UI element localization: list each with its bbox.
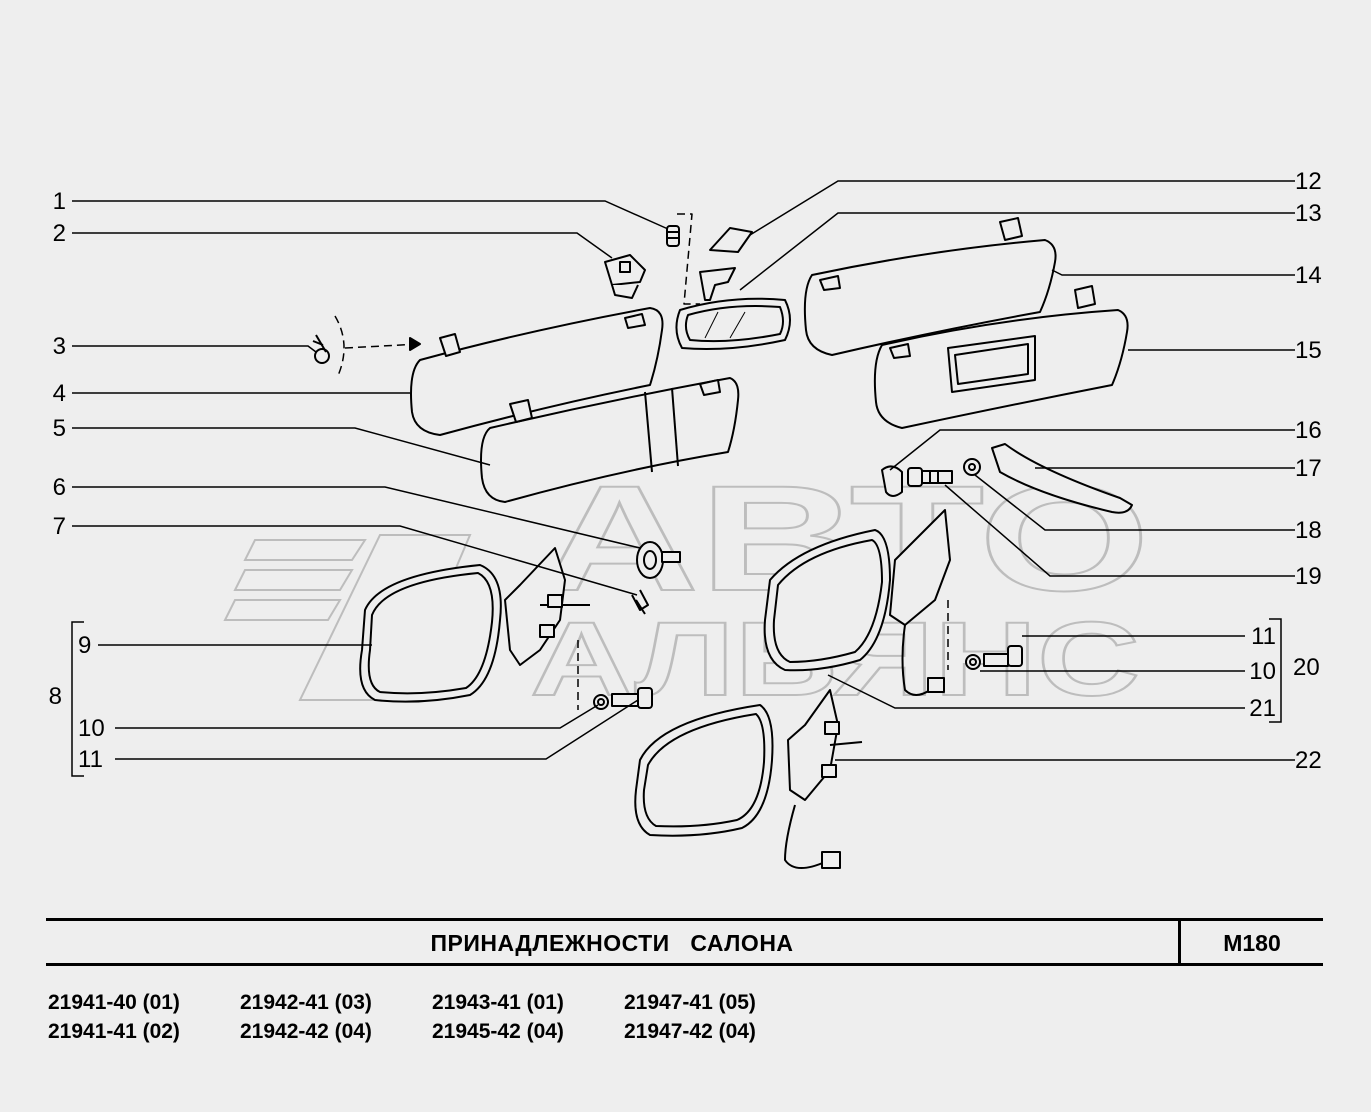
callout-18: 18 [1295,517,1322,544]
callout-10-left: 10 [78,715,105,742]
part-bolt-19 [907,467,953,487]
page-title: ПРИНАДЛЕЖНОСТИ САЛОНА [430,930,794,956]
part-grab-handle-17 [991,443,1133,514]
part-washer-18 [963,458,981,476]
parts-diagram: АВТО АЛЬЯНС [71,180,1295,869]
callout-9: 9 [78,632,92,659]
model-code: 21941-40 (01) [48,991,180,1014]
callout-6: 6 [52,474,66,501]
callout-11-right: 11 [1251,623,1276,650]
part-screw-1 [666,225,680,247]
title-divider [1178,921,1181,963]
callout-13: 13 [1295,200,1322,227]
part-side-mirror-21 [763,509,951,696]
model-code: 21941-41 (02) [48,1020,180,1043]
callout-16: 16 [1295,417,1322,444]
callout-10-right: 10 [1249,658,1276,685]
callout-19: 19 [1295,563,1322,590]
model-code: 21947-41 (05) [624,991,756,1014]
part-rearview-mirror-13 [675,267,791,350]
callout-2: 2 [52,220,66,247]
assembly-axis [677,213,700,305]
callout-12: 12 [1295,168,1322,195]
callout-15: 15 [1295,337,1322,364]
callout-8: 8 [48,683,62,710]
callout-22: 22 [1295,747,1322,774]
model-code: 21942-41 (03) [240,991,372,1014]
part-washer-10-right [965,654,981,670]
callout-1: 1 [52,188,66,215]
part-sun-visor-15 [873,285,1129,429]
part-clip-2 [604,254,646,299]
part-clip-7 [631,589,649,615]
part-sun-visor-14 [803,217,1057,356]
part-sun-visor-5 [480,377,740,503]
part-cover-12 [709,227,753,253]
callout-17: 17 [1295,455,1322,482]
bracket-8 [71,621,84,777]
callout-11-left: 11 [78,746,103,773]
bracket-20 [1269,618,1282,723]
leader-lines [72,180,1295,761]
assembly-arrow [344,343,421,349]
assembly-arc [334,315,345,379]
part-side-mirror-9 [359,547,590,703]
callout-7: 7 [52,513,66,540]
part-sun-visor-4 [410,307,664,436]
model-code: 21942-42 (04) [240,1020,372,1043]
part-side-mirror-22 [634,689,863,869]
title-band: ПРИНАДЛЕЖНОСТИ САЛОНА М180 [46,918,1323,966]
model-list: 21941-40 (01) 21942-41 (03) 21943-41 (01… [48,990,816,1044]
part-plug-6 [636,541,681,579]
page-code: М180 [1223,930,1281,956]
part-washer-10-left [593,694,609,710]
model-code: 21945-42 (04) [432,1020,564,1043]
part-plug-16 [881,465,903,497]
callout-5: 5 [52,415,66,442]
part-screw-3 [312,334,330,364]
model-code: 21943-41 (01) [432,991,564,1014]
callout-20: 20 [1293,654,1320,681]
model-code: 21947-42 (04) [624,1020,756,1043]
callout-14: 14 [1295,262,1322,289]
callout-21: 21 [1249,695,1276,722]
callout-4: 4 [52,380,66,407]
callout-3: 3 [52,333,66,360]
part-bolt-11-right [983,645,1023,667]
